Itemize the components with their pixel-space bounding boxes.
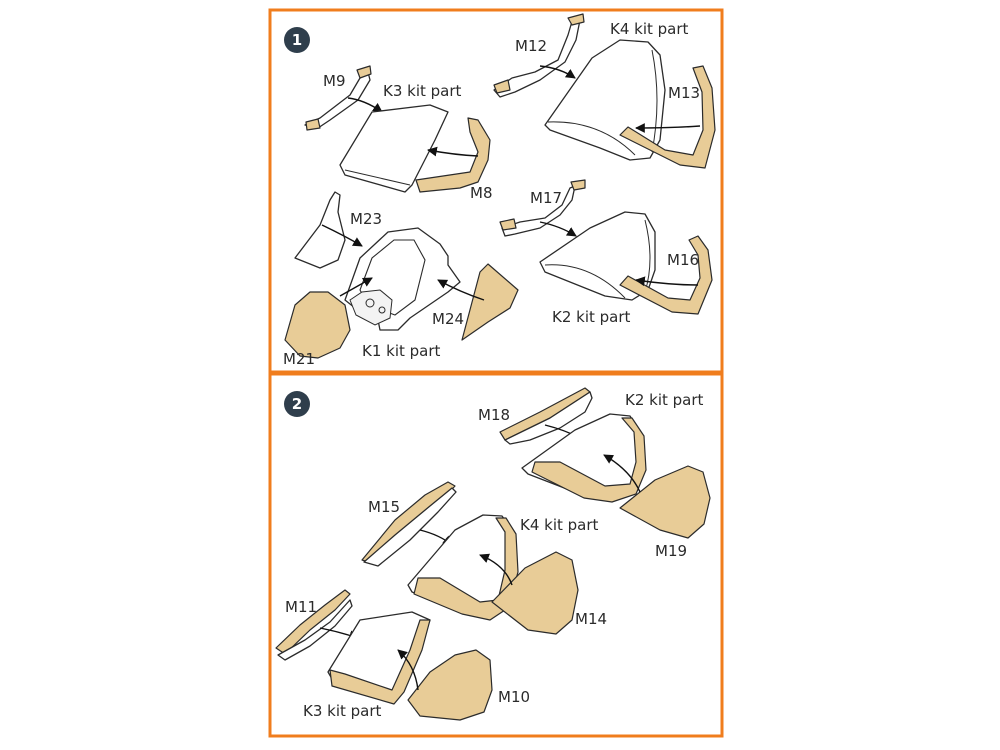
label-m10: M10 (498, 688, 530, 706)
step-1-badge (284, 27, 310, 53)
label-m12: M12 (515, 37, 547, 55)
label-m24: M24 (432, 310, 464, 328)
label-k4-step2: K4 kit part (520, 516, 599, 534)
label-m19: M19 (655, 542, 687, 560)
step-1-panel: 1 M9 K3 kit part M8 M12 K4 kit part M13 … (268, 8, 724, 374)
label-m16: M16 (667, 251, 699, 269)
label-m21: M21 (283, 350, 315, 368)
k4-kit-part (544, 39, 666, 161)
arrow-m17 (539, 221, 577, 237)
mask-m13 (619, 65, 716, 169)
mask-m15-clear (363, 487, 457, 567)
arrow-m16 (635, 276, 699, 287)
mask-m14 (491, 551, 579, 635)
k1-kit-part-mechanism (349, 289, 393, 326)
mask-m17-tab-top (570, 179, 586, 191)
mask-m9-tab-top (356, 65, 372, 79)
label-m9: M9 (323, 72, 346, 90)
k1-kit-part-bolt-2 (378, 306, 386, 314)
mask-m19 (619, 465, 711, 539)
mask-m12-tab-top (567, 13, 585, 26)
step-2-number: 2 (292, 395, 302, 413)
mask-m21 (284, 291, 351, 359)
k4-kit-part-inner (547, 49, 658, 156)
mask-m18-clear (504, 391, 593, 445)
arrow-m10 (397, 649, 419, 691)
label-m14: M14 (575, 610, 607, 628)
label-m11: M11 (285, 598, 317, 616)
step-2-badge (284, 391, 310, 417)
arrow-m8 (427, 146, 479, 157)
mask-m17-tab-bottom (499, 218, 517, 231)
label-k2-step1: K2 kit part (552, 308, 631, 326)
k3-kit-part-inner (344, 169, 411, 186)
k3-kit-part-step2-mask-band (329, 619, 431, 705)
label-m18: M18 (478, 406, 510, 424)
label-m23: M23 (350, 210, 382, 228)
arrow-m12 (539, 65, 576, 79)
mask-m12-tab-bottom (493, 79, 511, 94)
label-k3-step2: K3 kit part (303, 702, 382, 720)
arrow-m14 (479, 553, 513, 586)
arrow-m9 (347, 97, 383, 113)
arrow-m23 (321, 224, 363, 247)
mask-m23 (294, 191, 346, 269)
label-k3-step1: K3 kit part (383, 82, 462, 100)
step-1-number: 1 (292, 31, 302, 49)
k3-kit-part (339, 104, 449, 193)
mask-m24 (461, 263, 519, 341)
mask-m10 (407, 649, 493, 721)
label-k4-step1: K4 kit part (610, 20, 689, 38)
step-2-panel: 2 M18 K2 kit part M19 M15 K4 kit part M1… (268, 372, 724, 738)
label-m8: M8 (470, 184, 493, 202)
k4-kit-part-step2-mask-band (413, 517, 519, 621)
label-k1: K1 kit part (362, 342, 441, 360)
arrow-m19 (603, 454, 641, 493)
mask-m11-clear (277, 599, 353, 661)
mask-m16 (619, 235, 713, 315)
arrow-m13 (635, 123, 701, 133)
label-m13: M13 (668, 84, 700, 102)
mask-m17 (501, 185, 576, 237)
arrow-m24 (437, 279, 485, 301)
k2-kit-part-step2-mask-band (531, 417, 647, 503)
arrow-k1 (339, 277, 373, 297)
label-m17: M17 (530, 189, 562, 207)
mask-m9-tab-bottom (305, 118, 321, 131)
label-k2-step2: K2 kit part (625, 391, 704, 409)
label-m15: M15 (368, 498, 400, 516)
k1-kit-part-bolt (365, 298, 375, 308)
